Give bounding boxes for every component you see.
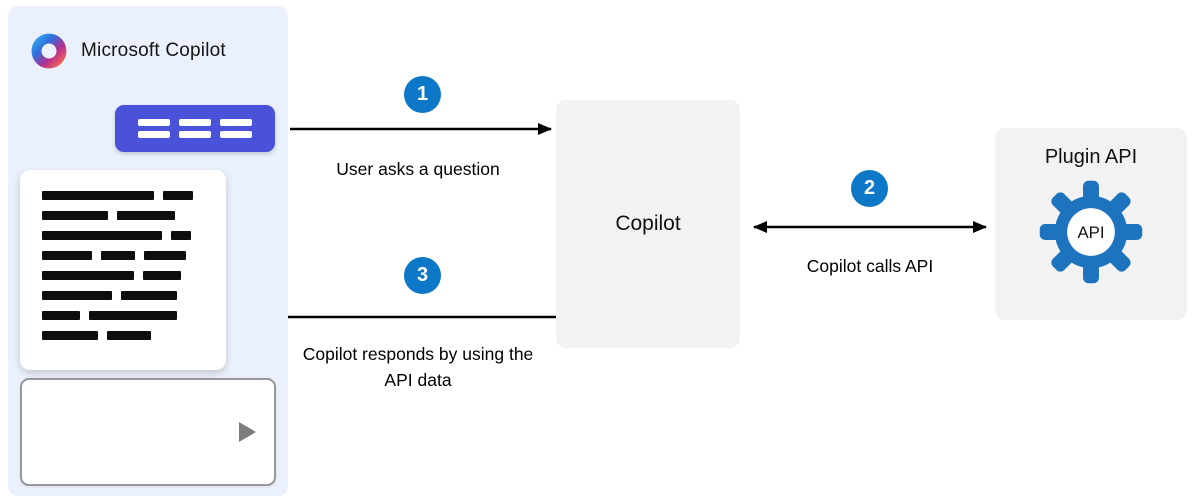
text-line-bar — [171, 231, 191, 240]
step-2-label: Copilot calls API — [806, 256, 934, 276]
brand-title: Microsoft Copilot — [81, 40, 226, 61]
copilot-logo-icon — [30, 32, 68, 70]
text-line-bar — [42, 271, 134, 280]
text-line-bar — [42, 311, 80, 320]
copilot-node: Copilot — [556, 100, 740, 348]
step-1-badge: 1 — [404, 76, 441, 113]
text-line-bar — [101, 251, 135, 260]
text-line-bar — [107, 331, 151, 340]
text-line-bar — [163, 191, 193, 200]
step-1-label: User asks a question — [336, 159, 500, 179]
text-line-bar — [144, 251, 186, 260]
prompt-dash — [220, 119, 252, 126]
document-illustration — [20, 170, 226, 370]
prompt-dash — [138, 119, 170, 126]
text-line-bar — [89, 311, 177, 320]
prompt-dash — [138, 131, 170, 138]
step-3-label: Copilot responds by using the API data — [302, 344, 534, 391]
text-line-bar — [121, 291, 177, 300]
text-line-bar — [42, 191, 154, 200]
text-line-bar — [117, 211, 175, 220]
copilot-app-panel: Microsoft Copilot — [8, 6, 288, 496]
step-2-badge: 2 — [851, 170, 888, 207]
prompt-dash — [179, 131, 211, 138]
prompt-dash — [220, 131, 252, 138]
prompt-input-illustration — [115, 105, 275, 152]
text-line-bar — [143, 271, 181, 280]
chat-input-illustration — [20, 378, 276, 486]
copilot-node-label: Copilot — [615, 212, 681, 235]
text-line-bar — [42, 291, 112, 300]
brand-header: Microsoft Copilot — [30, 32, 226, 70]
plugin-api-node: Plugin API API — [995, 128, 1187, 320]
step-3-badge: 3 — [404, 257, 441, 294]
prompt-dash — [179, 119, 211, 126]
text-line-bar — [42, 251, 92, 260]
api-gear-icon: API — [1038, 179, 1144, 290]
text-line-bar — [42, 331, 98, 340]
text-line-bar — [42, 231, 162, 240]
api-gear-label: API — [1077, 223, 1104, 242]
plugin-node-title: Plugin API — [1044, 146, 1138, 168]
send-icon — [239, 422, 256, 442]
text-line-bar — [42, 211, 108, 220]
